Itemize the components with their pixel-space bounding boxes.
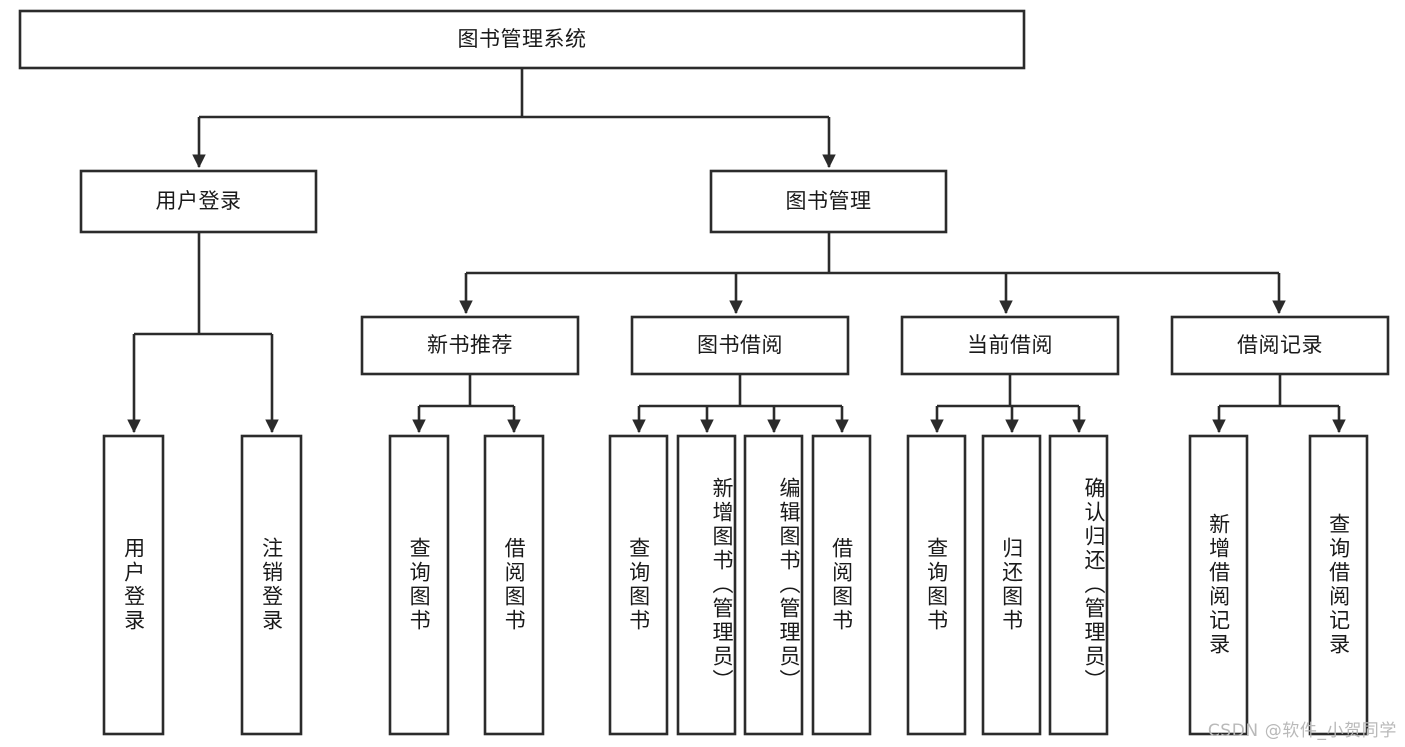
node-box-new-book-recommend[interactable] [360, 315, 580, 376]
node-box-leaf-user-login[interactable] [102, 434, 165, 736]
node-box-leaf-edit-book-admin[interactable] [743, 434, 804, 736]
node-box-leaf-add-book-admin[interactable] [676, 434, 737, 736]
node-box-leaf-query-book-rec[interactable] [388, 434, 450, 736]
node-box-leaf-add-record[interactable] [1188, 434, 1249, 736]
node-box-current-borrow[interactable] [900, 315, 1120, 376]
node-box-leaf-confirm-return[interactable] [1048, 434, 1109, 736]
node-box-leaf-borrow-book-bor[interactable] [811, 434, 872, 736]
node-box-leaf-query-book-cur[interactable] [906, 434, 967, 736]
node-box-leaf-query-record[interactable] [1308, 434, 1369, 736]
node-box-leaf-query-book-bor[interactable] [608, 434, 669, 736]
csdn-watermark: CSDN @软件_小贺同学 [1207, 721, 1397, 741]
node-box-leaf-return-book[interactable] [981, 434, 1042, 736]
node-box-user-login[interactable] [79, 169, 318, 234]
node-box-leaf-borrow-book-rec[interactable] [483, 434, 545, 736]
node-box-book-borrow[interactable] [630, 315, 850, 376]
node-box-borrow-record[interactable] [1170, 315, 1390, 376]
node-box-book-management[interactable] [709, 169, 948, 234]
node-box-root[interactable] [18, 9, 1026, 70]
node-box-leaf-user-logout[interactable] [240, 434, 303, 736]
